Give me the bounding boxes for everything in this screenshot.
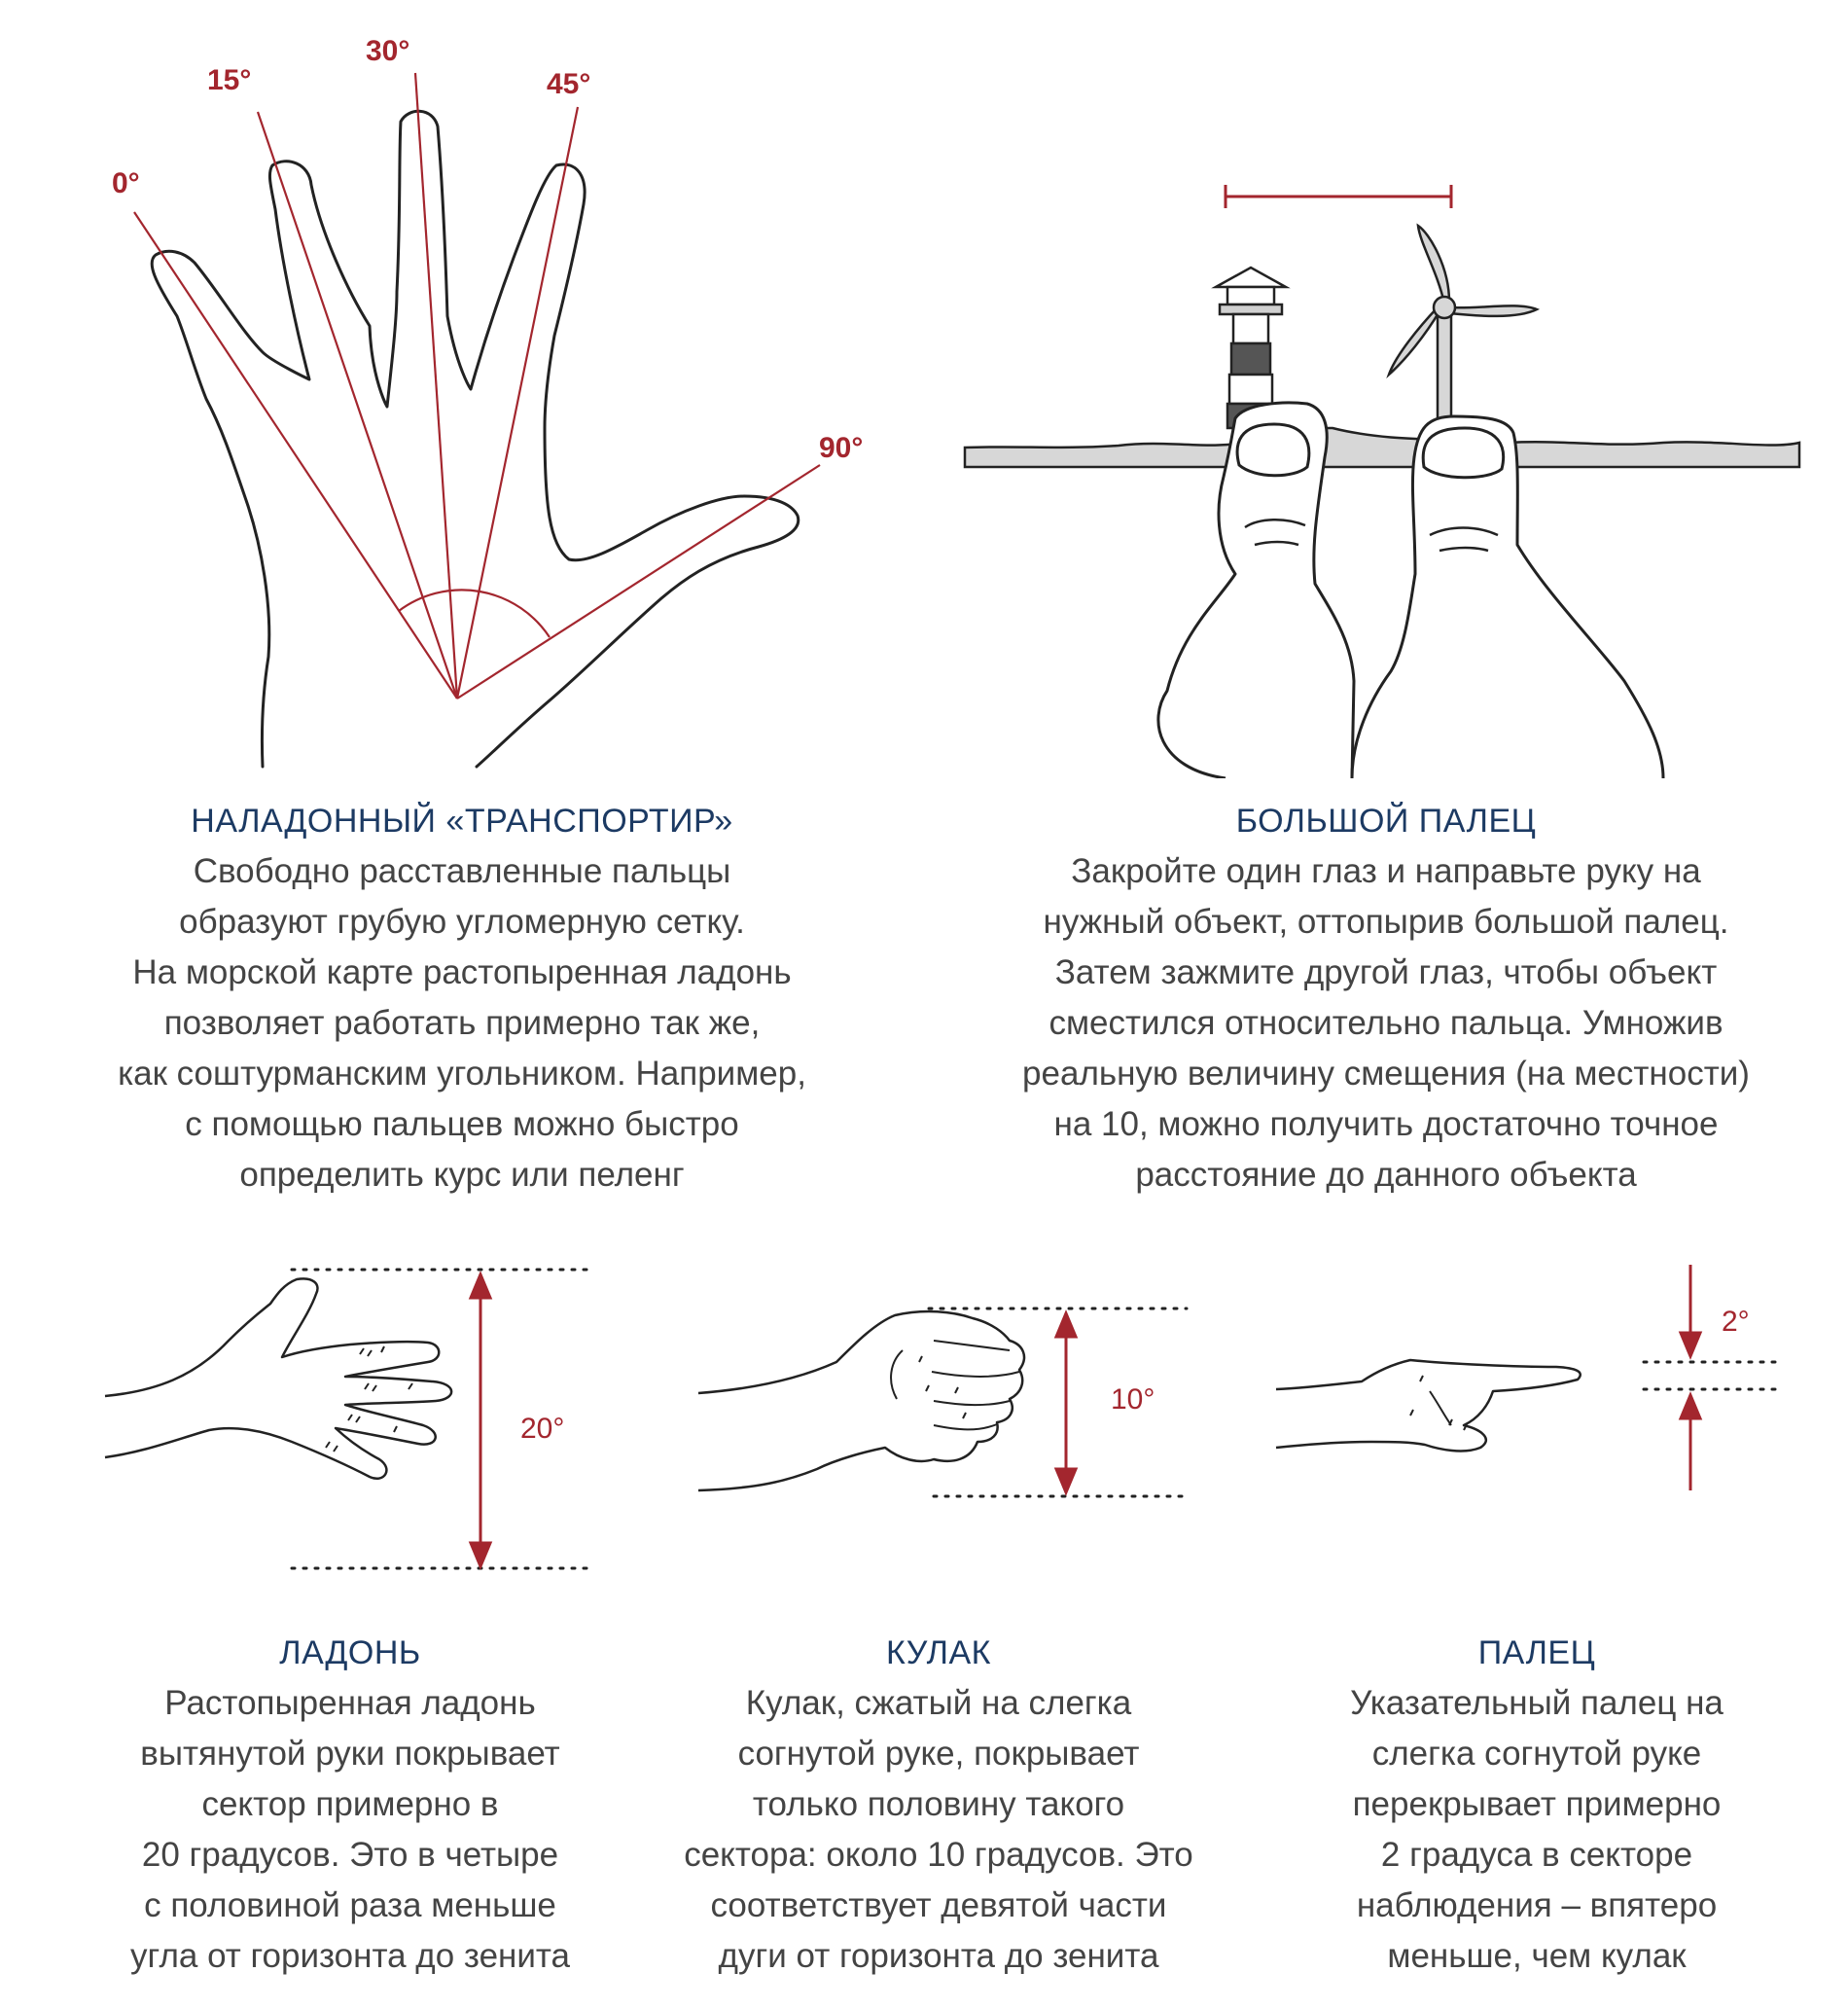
horizon-ground bbox=[963, 426, 1801, 469]
thumb-caption: БОЛЬШОЙ ПАЛЕЦ Закройте один глаз и напра… bbox=[943, 803, 1829, 1201]
fist-text: Кулак, сжатый на слегка согнутой руке, п… bbox=[642, 1678, 1235, 1982]
palm-line: с половиной раза меньше bbox=[144, 1886, 556, 1924]
fist-outline bbox=[697, 1309, 1026, 1492]
fist-illustration: 10° bbox=[697, 1307, 1189, 1498]
fist-line: соответствует девятой части bbox=[710, 1886, 1167, 1924]
protractor-line: На морской карте растопыренная ладонь bbox=[132, 953, 792, 991]
thumb-line: нужный объект, оттопырив большой палец. bbox=[1043, 903, 1729, 941]
line-15-deg bbox=[256, 111, 459, 699]
finger-panel: 2° ПАЛЕЦ Указательный палец на слегка со… bbox=[1235, 1226, 1848, 2008]
fist-angle-label: 10° bbox=[1111, 1383, 1155, 1416]
finger-line: перекрывает примерно bbox=[1352, 1785, 1722, 1823]
thumb-line: Затем зажмите другой глаз, чтобы объект bbox=[1054, 953, 1718, 991]
palm-caption: ЛАДОНЬ Растопыренная ладонь вытянутой ру… bbox=[58, 1634, 642, 1982]
palm-angle-arrow bbox=[468, 1271, 493, 1570]
protractor-line: как соштурманским угольником. Например, bbox=[118, 1055, 806, 1093]
fist-panel: 10° КУЛАК Кулак, сжатый на слегка согнут… bbox=[642, 1226, 1235, 2008]
angle-lines bbox=[133, 72, 821, 699]
protractor-caption: НАЛАДОННЫЙ «ТРАНСПОРТИР» Свободно расста… bbox=[39, 803, 885, 1201]
angle-label-0: 0° bbox=[112, 167, 140, 199]
open-hand-outline bbox=[150, 109, 800, 769]
fist-caption: КУЛАК Кулак, сжатый на слегка согнутой р… bbox=[642, 1634, 1235, 1982]
finger-caption: ПАЛЕЦ Указательный палец на слегка согну… bbox=[1235, 1634, 1838, 1982]
angle-label-90: 90° bbox=[819, 432, 863, 464]
right-thumb-crease bbox=[1429, 526, 1499, 553]
palm-illustration: 20° bbox=[104, 1268, 595, 1570]
thumb-line: расстояние до данного объекта bbox=[1135, 1156, 1637, 1194]
palm-angle-label: 20° bbox=[520, 1413, 564, 1445]
fist-line: сектора: около 10 градусов. Это bbox=[684, 1836, 1193, 1874]
angle-arc bbox=[398, 589, 551, 638]
palm-line: 20 градусов. Это в четыре bbox=[141, 1836, 559, 1874]
fist-title: КУЛАК bbox=[886, 1634, 991, 1671]
palm-hand-outline bbox=[104, 1277, 453, 1480]
displacement-bar bbox=[1224, 185, 1453, 208]
palm-knuckle-marks bbox=[325, 1345, 413, 1452]
line-45-deg bbox=[455, 106, 580, 699]
left-thumb-crease bbox=[1244, 518, 1306, 547]
protractor-line: Свободно расставленные пальцы bbox=[193, 852, 731, 890]
palm-line: угла от горизонта до зенита bbox=[129, 1937, 571, 1975]
protractor-line: с помощью пальцев можно быстро bbox=[185, 1105, 739, 1143]
line-30-deg bbox=[413, 72, 459, 699]
left-thumb-outline bbox=[1156, 401, 1356, 778]
thumb-title: БОЛЬШОЙ ПАЛЕЦ bbox=[1235, 803, 1537, 840]
palm-line: вытянутой руки покрывает bbox=[140, 1735, 560, 1773]
right-thumb-outline bbox=[1350, 414, 1665, 778]
protractor-line: определить курс или пеленг bbox=[239, 1156, 685, 1194]
thumb-line: Закройте один глаз и направьте руку на bbox=[1071, 852, 1701, 890]
finger-angle-label: 2° bbox=[1722, 1306, 1750, 1338]
finger-line: меньше, чем кулак bbox=[1387, 1937, 1687, 1975]
finger-illustration: 2° bbox=[1275, 1265, 1782, 1490]
finger-text: Указательный палец на слегка согнутой ру… bbox=[1235, 1678, 1838, 1982]
angle-label-30: 30° bbox=[366, 35, 409, 67]
fist-line: Кулак, сжатый на слегка bbox=[745, 1684, 1132, 1722]
palm-panel: 20° ЛАДОНЬ Растопыренная ладонь вытянуто… bbox=[0, 1226, 642, 2008]
palm-title: ЛАДОНЬ bbox=[279, 1634, 421, 1671]
finger-line: 2 градуса в секторе bbox=[1380, 1836, 1693, 1874]
line-0-deg bbox=[133, 211, 458, 699]
thumb-line: на 10, можно получить достаточно точное bbox=[1053, 1105, 1719, 1143]
left-thumbnail bbox=[1235, 422, 1311, 478]
pointing-hand-detail bbox=[1409, 1375, 1468, 1431]
angle-label-45: 45° bbox=[547, 68, 590, 100]
palm-line: сектор примерно в bbox=[201, 1785, 499, 1823]
finger-line: Указательный палец на bbox=[1350, 1684, 1724, 1722]
wind-turbine bbox=[1386, 223, 1541, 452]
protractor-line: образуют грубую угломерную сетку. bbox=[179, 903, 745, 941]
protractor-panel: 0° 15° 30° 45° 90° НАЛАДОННЫЙ «ТРАНСПОРТ… bbox=[0, 0, 924, 1226]
thumb-line: реальную величину смещения (на местности… bbox=[1022, 1055, 1750, 1093]
fist-line: дуги от горизонта до зенита bbox=[718, 1937, 1159, 1975]
pointing-hand-outline bbox=[1275, 1358, 1581, 1452]
thumb-line: сместился относительно пальца. Умножив bbox=[1048, 1004, 1724, 1042]
palm-line: Растопыренная ладонь bbox=[164, 1684, 536, 1722]
fist-line: согнутой руке, покрывает bbox=[737, 1735, 1140, 1773]
fist-line: только половину такого bbox=[752, 1785, 1125, 1823]
palm-text: Растопыренная ладонь вытянутой руки покр… bbox=[58, 1678, 642, 1982]
finger-angle-arrows bbox=[1678, 1265, 1703, 1490]
finger-line: слегка согнутой руке bbox=[1371, 1735, 1702, 1773]
fist-angle-arrow bbox=[1053, 1309, 1079, 1496]
finger-line: наблюдения – впятеро bbox=[1356, 1886, 1718, 1924]
fist-finger-lines bbox=[890, 1340, 1020, 1431]
protractor-text: Свободно расставленные пальцы образуют г… bbox=[39, 846, 885, 1201]
right-thumbnail bbox=[1421, 426, 1506, 480]
thumb-illustration bbox=[963, 185, 1801, 778]
angle-label-15: 15° bbox=[207, 64, 251, 96]
thumb-text: Закройте один глаз и направьте руку на н… bbox=[943, 846, 1829, 1201]
line-90-deg bbox=[456, 464, 821, 699]
finger-title: ПАЛЕЦ bbox=[1477, 1634, 1596, 1671]
protractor-line: позволяет работать примерно так же, bbox=[163, 1004, 761, 1042]
protractor-title: НАЛАДОННЫЙ «ТРАНСПОРТИР» bbox=[191, 803, 733, 840]
hand-protractor-illustration: 0° 15° 30° 45° 90° bbox=[112, 35, 863, 769]
thumb-panel: БОЛЬШОЙ ПАЛЕЦ Закройте один глаз и напра… bbox=[924, 0, 1848, 1226]
